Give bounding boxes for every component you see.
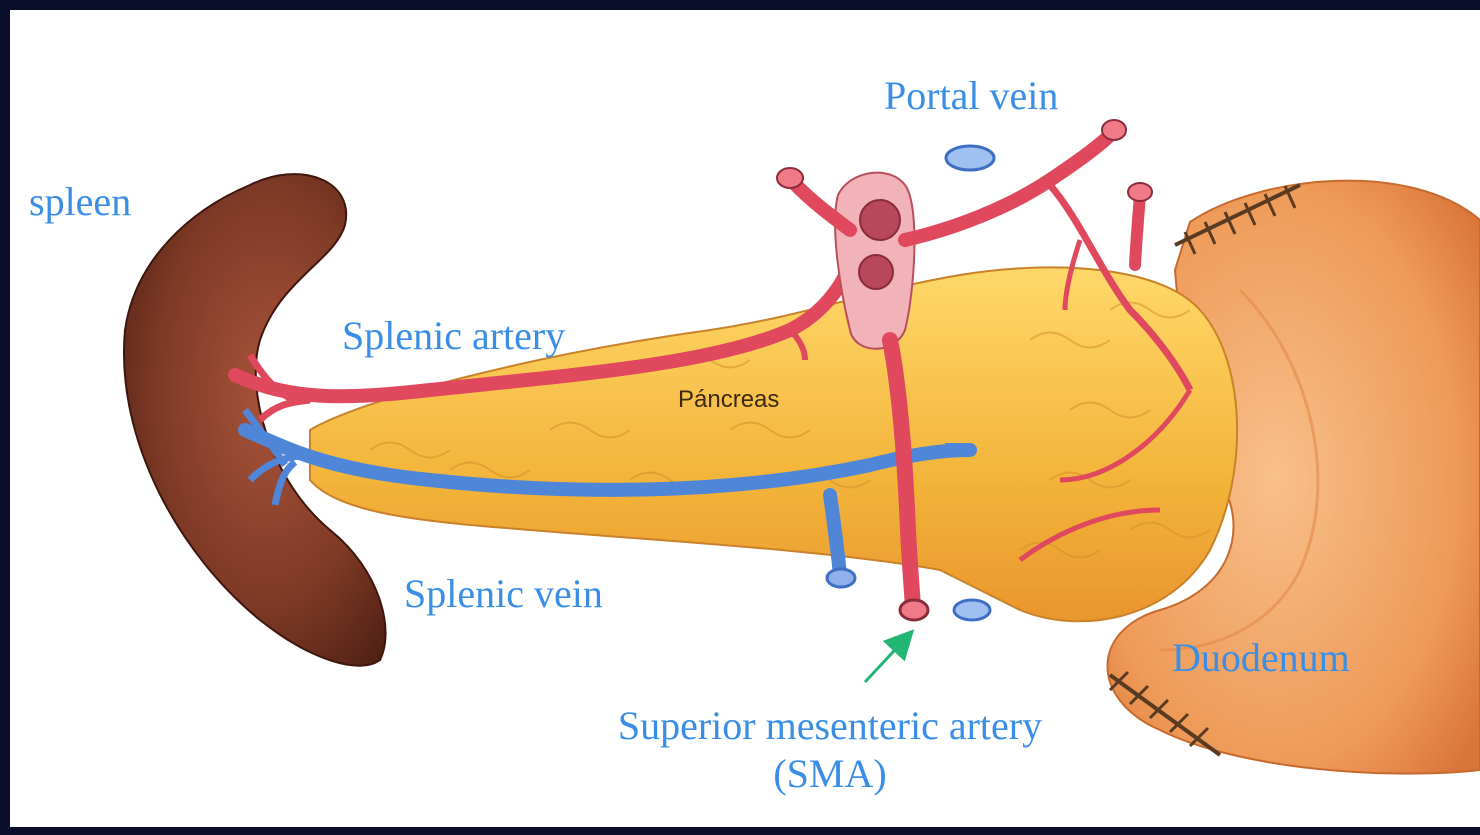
artery-right-stub bbox=[1135, 195, 1140, 265]
sma-pointer-arrow bbox=[865, 638, 906, 682]
portal-vein-top bbox=[946, 146, 994, 170]
label-pancreas: Páncreas bbox=[678, 386, 779, 414]
vein-stub-end bbox=[827, 569, 855, 587]
label-sma: Superior mesenteric artery (SMA) bbox=[540, 702, 1120, 798]
hepatic-artery-stub bbox=[1102, 120, 1126, 140]
illustration-panel: Portal vein spleen Splenic artery Páncre… bbox=[10, 10, 1480, 827]
sma-stub-end bbox=[900, 600, 928, 620]
artery-left-stub bbox=[777, 168, 803, 188]
celiac-lumen-2 bbox=[859, 255, 893, 289]
label-duodenum: Duodenum bbox=[1172, 638, 1350, 678]
label-sma-line2: (SMA) bbox=[540, 750, 1120, 798]
inferior-mesenteric-vein bbox=[830, 495, 840, 575]
label-spleen: spleen bbox=[29, 182, 131, 222]
artery-right-stub-end bbox=[1128, 183, 1152, 201]
label-portal-vein: Portal vein bbox=[884, 76, 1058, 116]
label-sma-line1: Superior mesenteric artery bbox=[540, 702, 1120, 750]
label-splenic-vein: Splenic vein bbox=[404, 574, 603, 614]
portal-vein-bottom bbox=[954, 600, 990, 620]
label-splenic-artery: Splenic artery bbox=[342, 316, 565, 356]
celiac-lumen-1 bbox=[860, 200, 900, 240]
